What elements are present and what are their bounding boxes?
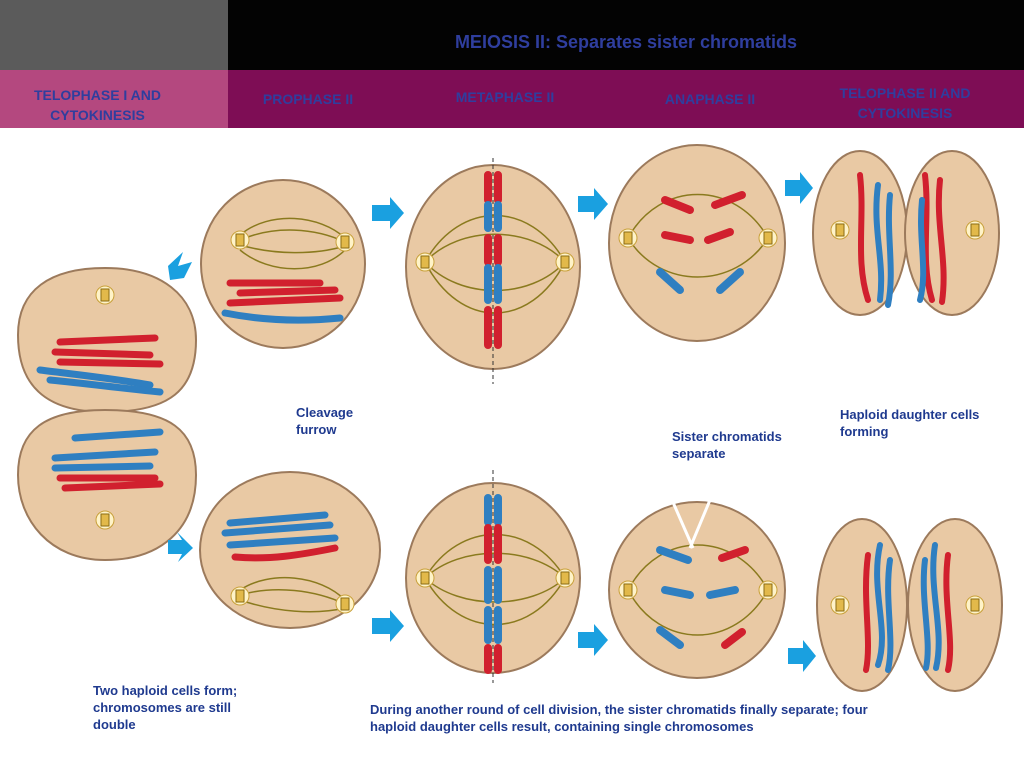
phase-label-telophase-i: TELOPHASE I AND CYTOKINESIS — [33, 87, 162, 123]
sister-chromatids-label: Sister chromatids separate — [672, 429, 782, 461]
metaphase-ii-cells — [405, 158, 581, 683]
phase-band-right — [228, 70, 1024, 128]
phase-label-metaphase-ii: METAPHASE II — [455, 89, 555, 105]
anaphase-ii-cells — [608, 144, 786, 679]
prophase-ii-cells — [199, 179, 381, 629]
phase-label-anaphase-ii: ANAPHASE II — [664, 91, 756, 107]
header-bar — [228, 0, 1024, 70]
phase-band-left — [0, 70, 228, 128]
page-title: MEIOSIS II: Separates sister chromatids — [454, 32, 798, 52]
header-left-block — [0, 0, 228, 70]
haploid-forming-label: Haploid daughter cells forming — [840, 407, 980, 439]
phase-label-prophase-ii: PROPHASE II — [262, 91, 354, 107]
two-haploid-label: Two haploid cells form; chromosomes are … — [93, 683, 238, 732]
bottom-caption: During another round of cell division, t… — [370, 702, 868, 734]
telophase-ii-cells — [812, 150, 1003, 692]
phase-label-telophase-ii: TELOPHASE II AND CYTOKINESIS — [839, 85, 971, 121]
process-arrows — [168, 172, 816, 672]
telophase-i-cells — [16, 266, 198, 562]
cleavage-furrow-label: Cleavage furrow — [296, 405, 354, 437]
